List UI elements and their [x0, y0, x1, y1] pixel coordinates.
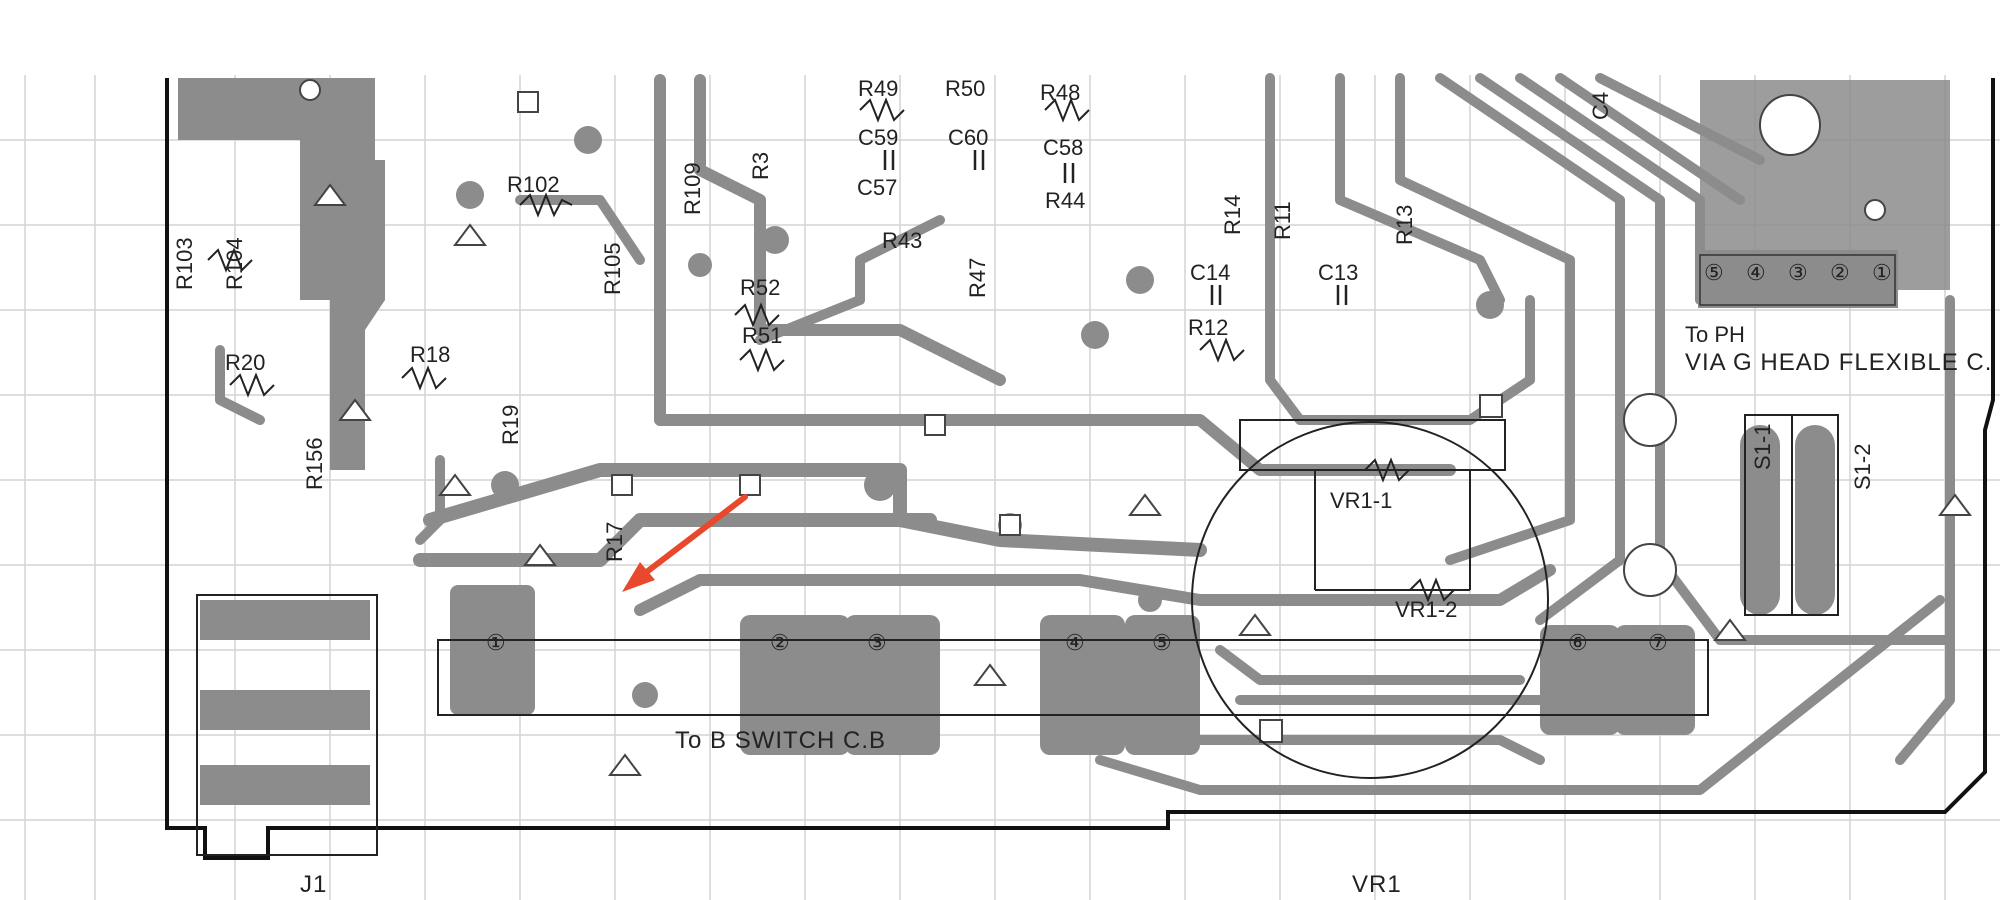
label-r18: R18	[410, 342, 450, 367]
switch-cb-frame	[437, 639, 1709, 716]
head-pin-numbers: ⑤ ④ ③ ② ①	[1704, 260, 1892, 285]
copper-traces	[215, 73, 1955, 795]
note-s1-1: S1-1	[1750, 424, 1775, 470]
label-r17: R17	[602, 522, 627, 562]
label-r156: R156	[302, 437, 327, 490]
label-j1: J1	[300, 871, 327, 898]
label-c13: C13	[1318, 260, 1358, 285]
connector-pin-numbers: ① ② ③ ④ ⑤ ⑥ ⑦	[486, 630, 1668, 655]
pin-2: ②	[770, 630, 790, 655]
vias	[299, 79, 1972, 776]
head-pin-2: ②	[1830, 260, 1850, 285]
note-head-flex-1: To PH	[1685, 322, 1745, 347]
label-r20: R20	[225, 350, 265, 375]
note-vr1-2: VR1-2	[1395, 597, 1457, 622]
note-switch-cb: To B SWITCH C.B	[675, 727, 886, 754]
notes: To B SWITCH C.B To PH VIA G HEAD FLEXIBL…	[300, 322, 1992, 898]
label-c59: C59	[858, 125, 898, 150]
label-c58: C58	[1043, 135, 1083, 160]
pin-7: ⑦	[1648, 630, 1668, 655]
resistor-symbols	[207, 97, 1455, 603]
label-r50: R50	[945, 76, 985, 101]
label-r102: R102	[507, 172, 560, 197]
note-s1-2: S1-2	[1850, 444, 1875, 490]
head-pin-3: ③	[1788, 260, 1808, 285]
reference-labels: R49 R50 R48 R102 R3 R109 R105 R44 R103 R…	[172, 76, 1613, 562]
board-outline	[165, 78, 1995, 860]
pin-4: ④	[1065, 630, 1085, 655]
head-pin-1: ①	[1872, 260, 1892, 285]
label-r3: R3	[748, 152, 773, 180]
label-r12: R12	[1188, 315, 1228, 340]
pin-5: ⑤	[1152, 630, 1172, 655]
label-r109: R109	[680, 162, 705, 215]
label-r103: R103	[172, 237, 197, 290]
label-r13: R13	[1392, 205, 1417, 245]
head-connector	[1698, 250, 1898, 308]
label-c60: C60	[948, 125, 988, 150]
pin-6: ⑥	[1568, 630, 1588, 655]
vr1-outline	[1191, 419, 1549, 779]
pin-3: ③	[867, 630, 887, 655]
label-vr1: VR1	[1352, 871, 1402, 898]
label-c4: C4	[1588, 92, 1613, 120]
label-r51: R51	[742, 323, 782, 348]
label-r48: R48	[1040, 80, 1080, 105]
label-c57: C57	[857, 175, 897, 200]
label-r43: R43	[882, 228, 922, 253]
label-r49: R49	[858, 76, 898, 101]
label-r52: R52	[740, 275, 780, 300]
note-vr1-1: VR1-1	[1330, 488, 1392, 513]
copper-pours	[178, 78, 1950, 805]
label-r47: R47	[965, 258, 990, 298]
pin-1: ①	[486, 630, 506, 655]
label-r14: R14	[1220, 195, 1245, 235]
label-r104: R104	[222, 237, 247, 290]
label-r19: R19	[498, 405, 523, 445]
label-r44: R44	[1045, 188, 1085, 213]
label-r11: R11	[1270, 201, 1295, 240]
label-r105: R105	[600, 242, 625, 295]
capacitor-symbols	[883, 150, 1348, 305]
note-head-flex-2: VIA G HEAD FLEXIBLE C.	[1685, 349, 1992, 376]
j1-frame	[196, 594, 378, 856]
label-c14: C14	[1190, 260, 1230, 285]
head-pin-5: ⑤	[1704, 260, 1724, 285]
annotation-arrow	[622, 494, 748, 592]
head-pin-4: ④	[1746, 260, 1766, 285]
